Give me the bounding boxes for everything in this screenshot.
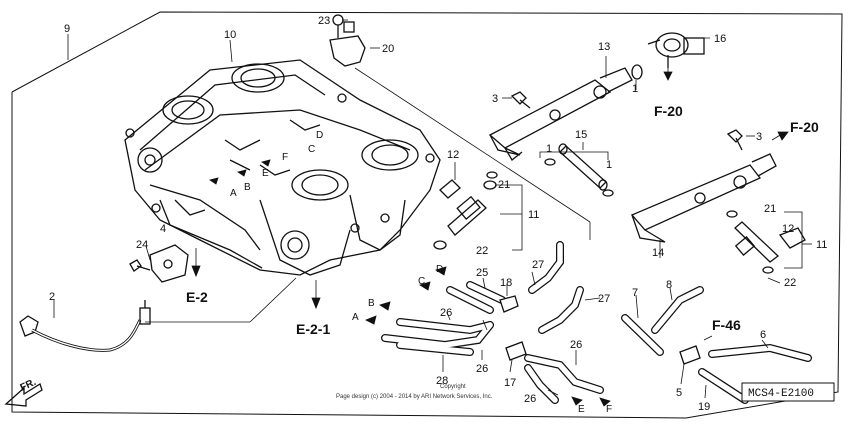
- injector-11-left: [433, 171, 498, 250]
- part-number-labels: 1 1 1 2 3 3 4 5 6 7 8 9 10 11 11 12 12 1…: [49, 15, 827, 413]
- pressure-regulator-16: [647, 32, 705, 68]
- section-references: E-2 E-2-1 F-20 F-20 F-46: [186, 103, 819, 337]
- part-label-26b: 26: [476, 363, 488, 375]
- front-arrow-icon: [4, 383, 43, 407]
- diagram-code: MCS4-E2100: [748, 388, 814, 400]
- sensor-20: [329, 14, 366, 67]
- part-label-4: 4: [160, 223, 166, 235]
- part-label-26c: 26: [570, 339, 582, 351]
- bolt-24: [129, 259, 151, 272]
- o-rings-1: [544, 64, 643, 197]
- letter-b-body: B: [244, 182, 251, 193]
- part-label-15: 15: [575, 129, 587, 141]
- throttle-cable-2: [19, 300, 151, 352]
- part-label-25: 25: [476, 267, 488, 279]
- part-label-1b: 1: [546, 143, 552, 155]
- part-label-22b: 22: [784, 277, 796, 289]
- part-label-21a: 21: [498, 179, 510, 191]
- letter-a-body: A: [230, 188, 237, 199]
- letter-d-body: D: [316, 130, 323, 141]
- bracket-4: [149, 244, 189, 283]
- letter-f-body: F: [282, 152, 288, 163]
- part-label-28: 28: [436, 375, 448, 387]
- part-label-14: 14: [652, 247, 664, 259]
- part-label-26d: 26: [524, 393, 536, 405]
- part-label-1c: 1: [606, 159, 612, 171]
- part-label-16: 16: [714, 33, 726, 45]
- throttle-body-assembly: [124, 59, 441, 276]
- hoses: [381, 241, 812, 404]
- part-label-13: 13: [598, 41, 610, 53]
- ref-e21: E-2-1: [296, 321, 330, 337]
- part-label-3a: 3: [492, 93, 498, 105]
- pipe-15: [558, 143, 608, 191]
- leader-lines: [53, 19, 812, 399]
- part-label-23: 23: [318, 15, 330, 27]
- part-label-1a: 1: [632, 83, 638, 95]
- part-label-8: 8: [666, 279, 672, 291]
- hoses-inner: [382, 242, 811, 403]
- part-label-5: 5: [676, 387, 682, 399]
- direction-arrows: [191, 66, 789, 407]
- bolt-3-right: [726, 129, 743, 151]
- ref-f20-upper: F-20: [654, 103, 683, 119]
- part-label-21b: 21: [764, 203, 776, 215]
- hose-joints: [499, 295, 701, 365]
- frame: [11, 11, 843, 419]
- part-label-6: 6: [760, 329, 766, 341]
- part-label-12a: 12: [447, 149, 459, 161]
- injector-11-right: [726, 210, 806, 274]
- letter-a-hose: A: [352, 312, 359, 323]
- letter-c-body: C: [308, 144, 315, 155]
- letter-c-hose: C: [418, 276, 425, 287]
- hose-letters: A B C D E F A B C D E F: [230, 130, 612, 415]
- part-label-9: 9: [64, 23, 70, 35]
- diagram-code-box: [741, 382, 835, 402]
- part-label-3b: 3: [756, 131, 762, 143]
- copyright-title: Copyright: [440, 384, 466, 390]
- letter-b-hose: B: [368, 298, 375, 309]
- bolt-3-upper: [510, 91, 531, 109]
- part-label-2: 2: [49, 291, 55, 303]
- part-label-10: 10: [224, 29, 236, 41]
- part-label-26a: 26: [440, 307, 452, 319]
- letter-e-body: E: [262, 168, 269, 179]
- part-label-20: 20: [382, 43, 394, 55]
- ref-f46: F-46: [712, 317, 741, 333]
- part-label-11b: 11: [816, 239, 827, 251]
- letter-f-hose: F: [606, 404, 612, 415]
- part-label-27b: 27: [598, 293, 610, 305]
- part-label-27a: 27: [532, 259, 544, 271]
- part-label-17: 17: [504, 377, 516, 389]
- part-label-12b: 12: [782, 223, 794, 235]
- letter-e-hose: E: [578, 404, 585, 415]
- fuel-rail-13: [488, 67, 633, 161]
- fuel-rail-14: [630, 153, 777, 243]
- part-label-11a: 11: [528, 209, 539, 221]
- front-marker: FR.: [19, 377, 38, 394]
- part-label-24: 24: [136, 239, 148, 251]
- part-label-18: 18: [500, 277, 512, 289]
- part-label-22a: 22: [476, 245, 488, 257]
- part-label-7: 7: [632, 287, 638, 299]
- ref-e2: E-2: [186, 289, 208, 305]
- ref-f20-right: F-20: [790, 119, 819, 135]
- letter-d-hose: D: [436, 264, 443, 275]
- part-label-19: 19: [698, 401, 710, 413]
- copyright-notice: Page design (c) 2004 - 2014 by ARI Netwo…: [336, 394, 493, 400]
